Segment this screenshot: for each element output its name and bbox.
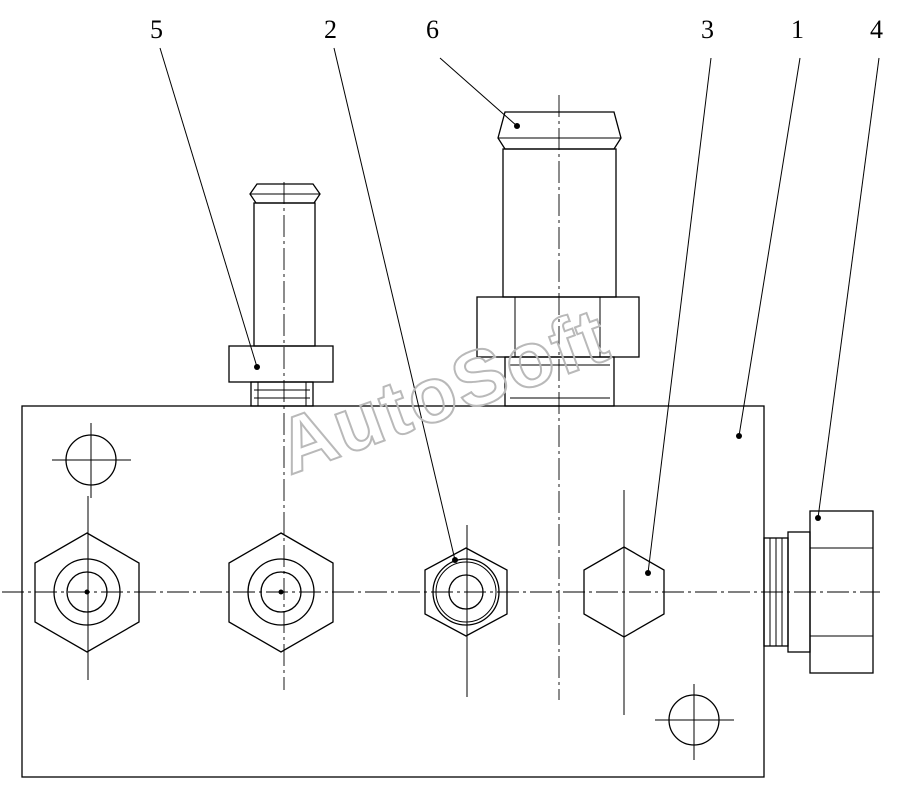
plug-item-3 (583, 546, 665, 638)
hose-fitting-item-6 (476, 111, 640, 407)
callout-6: 6 (426, 15, 439, 44)
port-fitting-middle (228, 532, 334, 653)
side-fitting-item-4 (763, 510, 874, 674)
watermark-text: AutoSoft (266, 290, 620, 491)
mounting-hole-bottom-right (655, 684, 734, 760)
callout-4: 4 (870, 15, 883, 44)
callout-2: 2 (324, 15, 337, 44)
leader-lines (159, 47, 880, 576)
callout-1: 1 (791, 15, 804, 44)
port-fitting-left (34, 532, 140, 653)
mounting-hole-top-left (52, 423, 131, 498)
valve-body (21, 405, 765, 778)
callout-3: 3 (701, 15, 714, 44)
callout-5: 5 (150, 15, 163, 44)
hose-fitting-item-5 (228, 183, 334, 407)
plug-item-2 (424, 547, 508, 637)
